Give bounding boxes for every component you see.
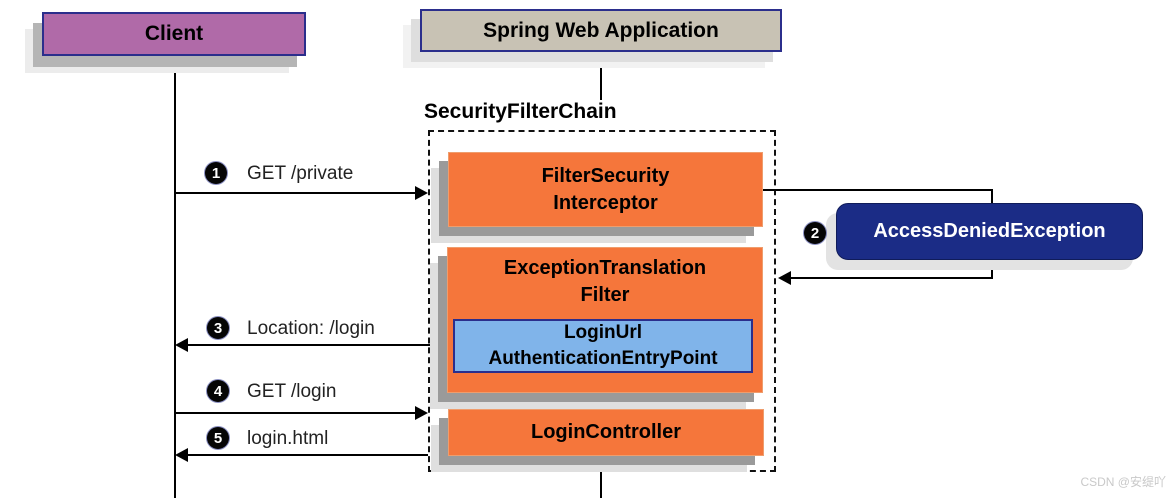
arrow-step5-line (188, 454, 428, 456)
exception-translation-filter-line1: ExceptionTranslation (503, 257, 707, 279)
arrow-step2-line-bottom (791, 277, 992, 279)
arrow-step3-line (188, 344, 437, 346)
client-box: Client (42, 12, 306, 56)
filter-security-interceptor-box: FilterSecurity Interceptor (448, 152, 763, 227)
spring-web-application-label: Spring Web Application (483, 18, 719, 42)
arrow-step2-head-icon (778, 271, 791, 285)
step2-badge: 2 (804, 222, 826, 244)
security-filter-chain-title: SecurityFilterChain (424, 100, 617, 123)
watermark: CSDN @安缇吖 (1080, 475, 1166, 489)
step3-badge: 3 (207, 317, 229, 339)
exception-translation-filter-line2: Filter (580, 284, 630, 306)
login-controller-label: LoginController (531, 421, 681, 443)
step1-badge: 1 (205, 162, 227, 184)
step1-message-label: GET /private (247, 163, 354, 184)
arrow-step2-line-top (763, 189, 992, 191)
login-controller-box: LoginController (448, 409, 764, 456)
security-filter-chain-boundary (428, 130, 776, 472)
arrow-step5-head-icon (175, 448, 188, 462)
step5-message-label: login.html (247, 428, 329, 449)
filter-security-interceptor-line2: Interceptor (553, 191, 658, 214)
arrow-step1-head-icon (415, 186, 428, 200)
step4-badge: 4 (207, 380, 229, 402)
filter-security-interceptor-line1: FilterSecurity (541, 164, 670, 187)
login-url-authentication-entry-point-line1: LoginUrl (563, 322, 643, 343)
client-label: Client (144, 22, 204, 45)
client-lifeline (174, 56, 176, 498)
app-lifeline-bottom (600, 472, 602, 498)
arrow-step3-head-icon (175, 338, 188, 352)
step5-badge: 5 (207, 427, 229, 449)
step3-message-label: Location: /login (247, 318, 375, 339)
login-url-authentication-entry-point-box: LoginUrl AuthenticationEntryPoint (453, 319, 753, 373)
app-lifeline-top (600, 52, 602, 100)
arrow-step1-line (175, 192, 415, 194)
access-denied-exception-box: AccessDeniedException (836, 203, 1143, 260)
access-denied-exception-label: AccessDeniedException (873, 220, 1106, 242)
spring-web-application-box: Spring Web Application (420, 9, 782, 52)
login-url-authentication-entry-point-line2: AuthenticationEntryPoint (488, 348, 718, 369)
step4-message-label: GET /login (247, 381, 337, 402)
arrow-step4-line (175, 412, 415, 414)
arrow-step4-head-icon (415, 406, 428, 420)
